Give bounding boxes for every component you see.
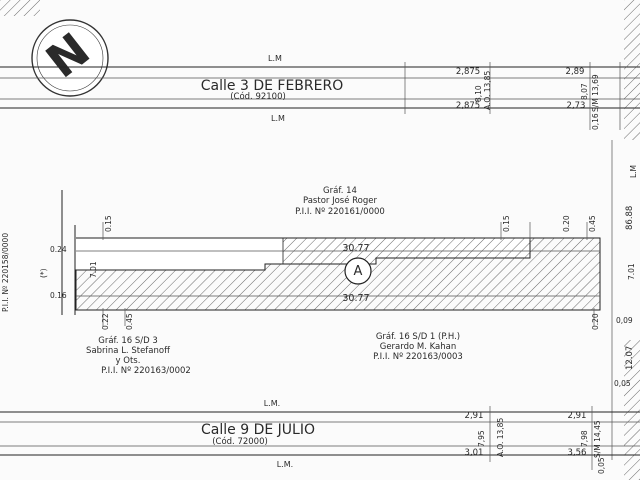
lot-a-marker — [344, 257, 372, 285]
right-dims: 86.88 L.M 12.07 0,09 0,05 — [611, 140, 638, 460]
right-side1: 0,09 — [616, 316, 633, 325]
dim-north-corner: 0,16 — [591, 113, 600, 130]
owner-north: Gráf. 14 Pastor José Roger P.I.I. Nº 220… — [295, 186, 385, 217]
owner-north-graf: Gráf. 14 — [323, 186, 357, 196]
right-edge-hatch — [624, 0, 640, 140]
dim-north-top-right: 2,89 — [566, 67, 585, 77]
owner-north-name: Pastor José Roger — [303, 195, 378, 206]
lot-bot-off-left2: 0.45 — [125, 313, 134, 330]
dim-north-bottom-right: 2,73 — [567, 101, 586, 111]
lm-north-bottom: L.M — [271, 114, 285, 123]
dim-south-corner: 0,05 — [597, 457, 606, 474]
lm-south-top: L.M. — [264, 399, 280, 408]
lot-top-off-right1: 0.20 — [562, 215, 571, 232]
right-edge-hatch-lower — [624, 340, 640, 480]
lm-north-top: L.M — [268, 54, 282, 63]
owner-se-graf: Gráf. 16 S/D 1 (P.H.) — [376, 332, 460, 342]
dim-south-top-left: 2,91 — [465, 411, 484, 421]
street-south-code: (Cód. 72000) — [212, 436, 268, 447]
dim-north-sm: S/M 13,69 — [591, 74, 600, 112]
owner-north-pii: P.I.I. Nº 220161/0000 — [295, 207, 385, 217]
corner-hatch — [0, 0, 40, 16]
owner-sw: Gráf. 16 S/D 3 Sabrina L. Stefanoff y Ot… — [86, 336, 191, 376]
dim-south-top-right: 2,91 — [568, 411, 587, 421]
lot-top-off-right2: 0.45 — [588, 215, 597, 232]
right-side2: 0,05 — [614, 379, 631, 388]
lot-len-top: 30.77 — [342, 243, 369, 254]
dim-south-sm: S/M 14,45 — [593, 420, 602, 458]
right-upper: 86.88 — [625, 206, 635, 230]
north-arrow-icon: N — [31, 19, 109, 97]
dim-north-inner-right: 8,07 — [580, 83, 589, 100]
lot-bot-off-left1: 0.22 — [101, 313, 110, 330]
dim-south-bottom-right: 3,56 — [568, 448, 587, 458]
dim-south-bottom-left: 3,01 — [465, 448, 484, 458]
street-north: L.M Calle 3 DE FEBRERO (Cód. 92100) L.M … — [0, 54, 640, 130]
lot-top-off-left: 0.15 — [104, 215, 113, 232]
dim-north-bottom-left: 2,875 — [456, 101, 480, 111]
owner-sw-pii: P.I.I. Nº 220163/0002 — [101, 366, 191, 376]
owner-sw-name: Sabrina L. Stefanoff — [86, 346, 171, 356]
dim-south-inner: 7,95 — [477, 430, 486, 447]
lot-left-bot: 0.16 — [50, 291, 67, 300]
right-lower: 12.07 — [625, 346, 635, 370]
dim-south-inner-right: 7,98 — [580, 430, 589, 447]
lot-depth: 7.01 — [89, 261, 98, 278]
lm-south-bottom: L.M. — [277, 460, 293, 469]
left-owner-pii: P.I.I. Nº 220158/0000 — [1, 233, 10, 312]
dim-north-inner: 8,10 — [474, 85, 483, 102]
lot-len-bottom: 30.77 — [342, 293, 369, 304]
lot-depth-right: 7.01 — [627, 263, 636, 280]
right-lm: L.M — [629, 165, 638, 178]
dim-south-ao: A.O. 13,85 — [496, 418, 505, 457]
lot-bot-off-right: 0.20 — [591, 313, 600, 330]
owner-se-pii: P.I.I. Nº 220163/0003 — [373, 352, 463, 362]
dim-north-ao: A.O. 13,85 — [483, 71, 492, 110]
street-north-code: (Cód. 92100) — [230, 91, 286, 102]
owner-se-name: Gerardo M. Kahan — [380, 342, 457, 352]
owner-sw-name2: y Ots. — [116, 356, 141, 366]
street-south: L.M. Calle 9 DE JULIO (Cód. 72000) L.M. … — [0, 399, 640, 474]
dim-north-top-left: 2,875 — [456, 67, 480, 77]
lot-top-off-mid: 0.15 — [502, 215, 511, 232]
lot-a: 30.77 30.77 7.01 7.01 A 0.15 0.15 0.20 0… — [50, 190, 636, 330]
owner-sw-graf: Gráf. 16 S/D 3 — [98, 336, 158, 346]
owner-se: Gráf. 16 S/D 1 (P.H.) Gerardo M. Kahan P… — [373, 332, 463, 362]
lot-a-label: A — [354, 264, 363, 279]
street-north-name: Calle 3 DE FEBRERO — [201, 78, 343, 94]
left-owner-mark: (*) — [39, 268, 48, 278]
street-south-name: Calle 9 DE JULIO — [201, 422, 315, 438]
lot-left-top: 0.24 — [50, 245, 67, 254]
